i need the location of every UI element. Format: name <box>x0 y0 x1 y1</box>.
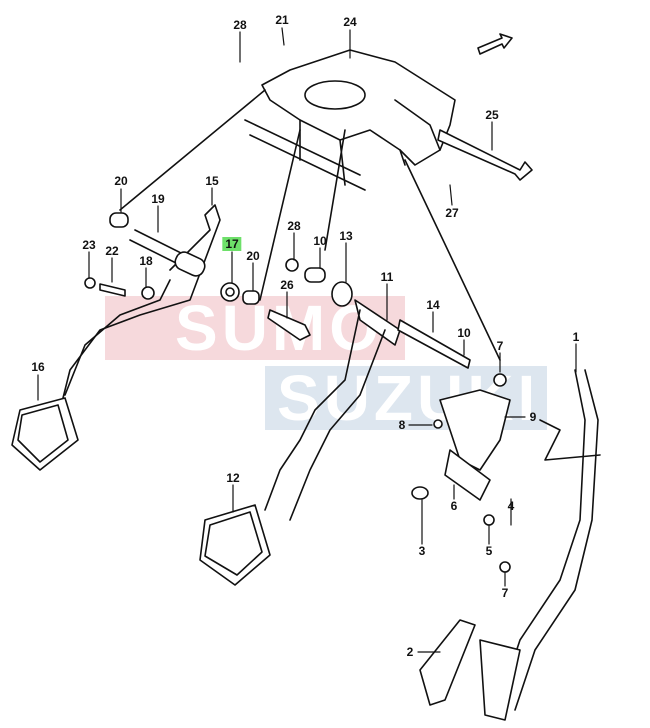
callout-20: 20 <box>114 174 128 188</box>
callout-24: 24 <box>343 15 357 29</box>
callout-10: 10 <box>313 234 327 248</box>
callout-19: 19 <box>151 192 165 206</box>
callout-2: 2 <box>406 645 414 659</box>
accelerator-pedal <box>411 369 601 721</box>
callout-21: 21 <box>275 13 289 27</box>
callout-12: 12 <box>226 471 240 485</box>
callout-3: 3 <box>418 544 426 558</box>
callout-16: 16 <box>31 360 45 374</box>
callout-4: 4 <box>507 499 515 513</box>
callout-7b: 7 <box>501 586 509 600</box>
brake-pedal <box>199 299 471 586</box>
callout-10b: 10 <box>457 326 471 340</box>
callout-20b: 20 <box>246 249 260 263</box>
pedal-bracket <box>244 49 456 191</box>
callout-18: 18 <box>139 254 153 268</box>
callout-11: 11 <box>380 270 394 284</box>
callout-5: 5 <box>485 544 493 558</box>
callout-22: 22 <box>105 244 119 258</box>
callout-15: 15 <box>205 174 219 188</box>
callout-28: 28 <box>233 18 247 32</box>
callout-27: 27 <box>445 206 459 220</box>
callout-25: 25 <box>485 108 499 122</box>
callout-26: 26 <box>280 278 294 292</box>
callout-6: 6 <box>450 499 458 513</box>
watermark-sumo: SUMO <box>105 296 405 360</box>
callout-13: 13 <box>339 229 353 243</box>
callout-14: 14 <box>426 298 440 312</box>
clutch-pedal <box>11 204 221 471</box>
callout-7: 7 <box>496 339 504 353</box>
callout-28b: 28 <box>287 219 301 233</box>
callout-17-highlighted: 17 <box>222 237 242 251</box>
callout-8: 8 <box>398 418 406 432</box>
front-arrow-icon <box>477 33 513 55</box>
callout-9: 9 <box>529 410 537 424</box>
callout-1: 1 <box>572 330 580 344</box>
callout-23: 23 <box>82 238 96 252</box>
